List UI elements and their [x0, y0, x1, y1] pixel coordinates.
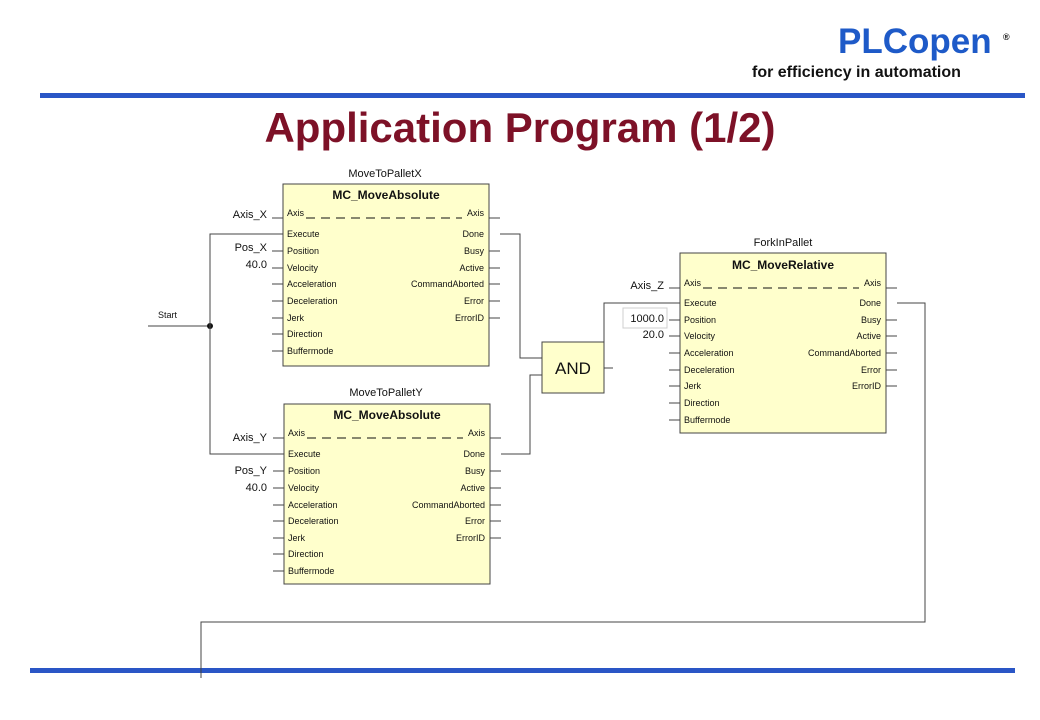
logo-tagline: for efficiency in automation	[752, 64, 961, 81]
position-value-label: 1000.0	[630, 313, 664, 325]
axis-out-pin: Axis	[467, 208, 485, 218]
input-pin: Velocity	[288, 483, 320, 493]
block-type-name: MC_MoveAbsolute	[332, 188, 440, 202]
output-pin: CommandAborted	[411, 279, 484, 289]
function-block-move-to-pallet-x: MoveToPalletX MC_MoveAbsolute Axis Axis …	[233, 168, 500, 367]
axis-out-pin: Axis	[468, 428, 486, 438]
and-gate: AND	[500, 233, 669, 455]
output-pin: Done	[859, 298, 881, 308]
input-pin: Direction	[684, 398, 720, 408]
output-pin: Done	[463, 449, 485, 459]
input-pin: Velocity	[287, 263, 319, 273]
axis-in-pin: Axis	[684, 278, 702, 288]
velocity-value-label: 40.0	[246, 482, 267, 494]
axis-in-pin: Axis	[288, 428, 306, 438]
position-constant-box	[622, 307, 668, 329]
position-variable-label: Pos_X	[235, 242, 268, 254]
output-pin: Active	[856, 331, 881, 341]
feedback-wire	[200, 302, 926, 678]
input-pin: Jerk	[684, 381, 702, 391]
wire-done-x-to-and	[500, 233, 542, 359]
wire-and-to-execute-z	[603, 302, 669, 393]
start-label: Start	[158, 310, 178, 320]
block-body	[282, 183, 490, 367]
input-pin: Position	[288, 466, 320, 476]
block-type-name: MC_MoveRelative	[732, 258, 834, 272]
block-body	[679, 252, 887, 434]
wire-start-to-execute-y	[209, 326, 273, 455]
input-pin: Buffermode	[288, 566, 334, 576]
block-type-name: MC_MoveAbsolute	[333, 408, 441, 422]
block-instance-name: MoveToPalletX	[348, 168, 422, 180]
input-pin: Direction	[288, 549, 324, 559]
wire-start-to-execute-x	[209, 233, 272, 326]
input-pin: Jerk	[288, 533, 306, 543]
input-pin: Buffermode	[287, 346, 333, 356]
input-pin: Acceleration	[287, 279, 337, 289]
input-pin: Position	[287, 246, 319, 256]
plcopen-logo: PLCopen	[838, 22, 992, 61]
input-pin: Position	[684, 315, 716, 325]
output-pin: ErrorID	[456, 533, 486, 543]
output-pin: Busy	[861, 315, 882, 325]
axis-variable-label: Axis_Z	[630, 280, 664, 292]
and-gate-label: AND	[555, 359, 591, 378]
input-pin: Buffermode	[684, 415, 730, 425]
input-pin: Direction	[287, 329, 323, 339]
input-pin: Velocity	[684, 331, 716, 341]
block-instance-name: ForkInPallet	[754, 237, 813, 249]
output-pin: ErrorID	[852, 381, 882, 391]
page-title: Application Program (1/2)	[264, 104, 776, 151]
velocity-value-label: 20.0	[643, 329, 664, 341]
registered-mark: ®	[1003, 32, 1010, 42]
bottom-divider	[30, 668, 1015, 673]
block-instance-name: MoveToPalletY	[349, 387, 423, 399]
output-pin: CommandAborted	[808, 348, 881, 358]
output-pin: Error	[464, 296, 484, 306]
input-pin: Deceleration	[287, 296, 338, 306]
output-pin: Error	[861, 365, 881, 375]
output-pin: Active	[459, 263, 484, 273]
start-signal: Start	[148, 233, 273, 455]
input-pin: Acceleration	[684, 348, 734, 358]
function-block-move-to-pallet-y: MoveToPalletY MC_MoveAbsolute Axis Axis …	[233, 387, 501, 585]
top-divider	[40, 93, 1025, 98]
axis-variable-label: Axis_X	[233, 209, 268, 221]
input-pin: Execute	[684, 298, 717, 308]
axis-variable-label: Axis_Y	[233, 432, 268, 444]
block-body	[283, 403, 491, 585]
output-pin: Active	[460, 483, 485, 493]
position-variable-label: Pos_Y	[235, 465, 268, 477]
velocity-value-label: 40.0	[246, 259, 267, 271]
input-pin: Execute	[288, 449, 321, 459]
output-pin: Busy	[465, 466, 486, 476]
axis-in-pin: Axis	[287, 208, 305, 218]
wire-done-y-to-and	[501, 374, 542, 455]
axis-out-pin: Axis	[864, 278, 882, 288]
input-pin: Jerk	[287, 313, 305, 323]
input-pin: Deceleration	[288, 516, 339, 526]
input-pin: Acceleration	[288, 500, 338, 510]
function-block-fork-in-pallet: ForkInPallet MC_MoveRelative Axis Axis E…	[622, 237, 897, 434]
input-pin: Execute	[287, 229, 320, 239]
input-pin: Deceleration	[684, 365, 735, 375]
output-pin: Done	[462, 229, 484, 239]
output-pin: CommandAborted	[412, 500, 485, 510]
and-gate-body	[541, 341, 605, 394]
output-pin: ErrorID	[455, 313, 485, 323]
output-pin: Error	[465, 516, 485, 526]
output-pin: Busy	[464, 246, 485, 256]
